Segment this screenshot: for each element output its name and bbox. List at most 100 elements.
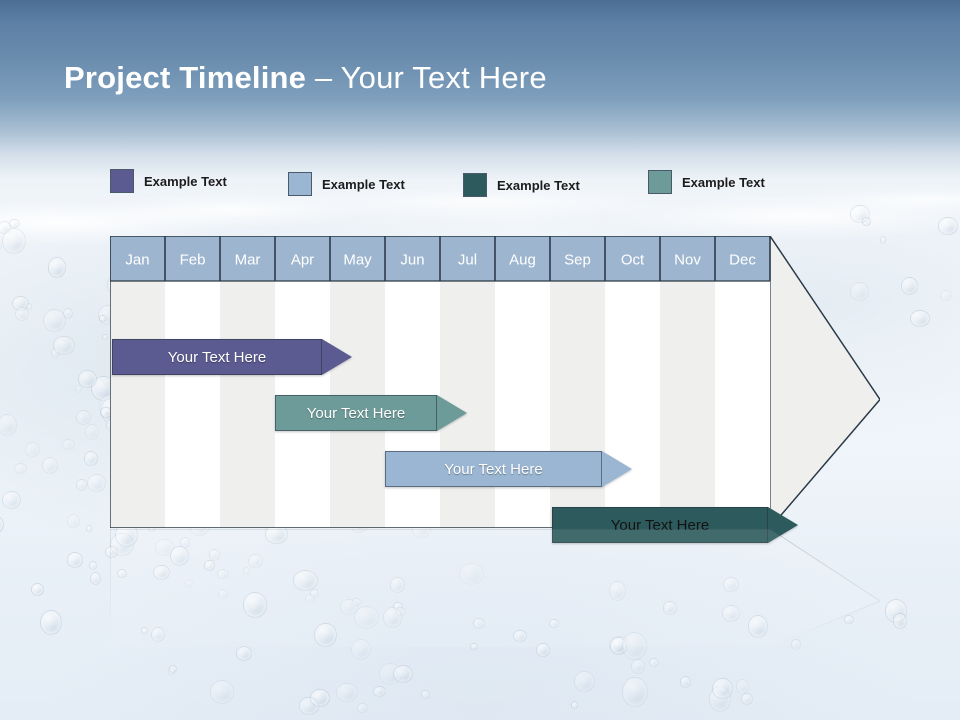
bubble-decoration <box>536 642 551 658</box>
bubble-decoration <box>53 336 75 356</box>
legend-item: Example Text <box>288 172 405 196</box>
bubble-decoration <box>151 627 166 642</box>
bubble-decoration <box>168 664 178 673</box>
bubble-decoration <box>89 571 101 585</box>
legend-item: Example Text <box>648 170 765 194</box>
page-title-rest: – Your Text Here <box>306 60 547 95</box>
bubble-decoration <box>0 243 2 250</box>
bubble-decoration <box>392 664 414 683</box>
bubble-decoration <box>87 473 106 492</box>
bubble-decoration <box>458 562 485 585</box>
bubble-decoration <box>152 564 171 581</box>
bubble-decoration <box>89 561 97 570</box>
legend-label: Example Text <box>682 174 765 190</box>
bubble-decoration <box>62 439 76 451</box>
month-header-label: Nov <box>674 252 701 269</box>
bubble-decoration <box>662 601 678 615</box>
timeline-outline <box>110 236 880 528</box>
bubble-decoration <box>66 513 81 528</box>
task-bar-body <box>112 339 322 375</box>
bubble-decoration <box>631 659 645 674</box>
month-header-cell <box>550 236 605 281</box>
task-bar-arrow-icon <box>322 339 352 375</box>
month-header-label: Jul <box>458 252 477 269</box>
bubble-decoration <box>353 606 379 629</box>
bubble-decoration <box>204 560 215 571</box>
bubble-decoration <box>2 491 22 510</box>
timeline-arrow-head <box>769 236 880 528</box>
bubble-decoration <box>47 257 67 279</box>
legend-swatch <box>110 169 134 193</box>
month-header-label: Jan <box>125 252 149 269</box>
bubble-decoration <box>574 671 595 692</box>
bubble-decoration <box>77 370 97 388</box>
month-header-cell <box>220 236 275 281</box>
bubble-decoration <box>723 577 740 592</box>
timeline-column <box>495 281 550 528</box>
task-bar-arrow-icon <box>602 451 632 487</box>
bubble-decoration <box>336 682 359 703</box>
bubble-decoration <box>722 604 741 623</box>
bubble-decoration <box>218 589 229 600</box>
timeline-column <box>220 281 275 528</box>
bubble-decoration <box>383 607 403 628</box>
task-bar[interactable]: Your Text Here <box>112 339 352 375</box>
bubble-decoration <box>513 629 528 643</box>
task-bar[interactable]: Your Text Here <box>275 395 467 431</box>
bubble-decoration <box>791 638 801 650</box>
bubble-decoration <box>39 609 63 636</box>
legend-item: Example Text <box>463 173 580 197</box>
bubble-decoration <box>893 613 908 629</box>
bubble-decoration <box>117 569 127 579</box>
bubble-decoration <box>305 593 315 603</box>
timeline-column <box>715 281 770 528</box>
bubble-decoration <box>170 546 190 567</box>
bubble-decoration <box>83 450 98 467</box>
bubble-decoration <box>901 277 919 295</box>
month-header-cell <box>275 236 330 281</box>
bubble-decoration <box>75 385 83 393</box>
bubble-decoration <box>740 693 754 706</box>
bubble-decoration <box>85 423 100 440</box>
bubble-decoration <box>712 678 733 699</box>
bubble-decoration <box>75 479 87 491</box>
task-bar-body <box>385 451 602 487</box>
bubble-decoration <box>879 236 887 244</box>
task-bar[interactable]: Your Text Here <box>385 451 632 487</box>
month-header-cell <box>385 236 440 281</box>
bubble-decoration <box>248 553 264 568</box>
bubble-decoration <box>242 567 250 576</box>
month-header-label: Feb <box>180 252 206 269</box>
month-header-label: Oct <box>621 252 645 269</box>
bubble-decoration <box>9 219 20 229</box>
month-header-label: Jun <box>400 252 424 269</box>
bubble-decoration <box>141 626 149 634</box>
page-title-bold: Project Timeline <box>64 60 307 95</box>
month-header-cell <box>440 236 495 281</box>
bubble-decoration <box>0 414 18 437</box>
bubble-decoration <box>350 638 372 661</box>
bubble-decoration <box>298 696 320 715</box>
bubble-decoration <box>621 632 647 661</box>
bubble-decoration <box>339 598 358 615</box>
bubble-decoration <box>849 281 869 302</box>
bubble-decoration <box>0 515 5 535</box>
bubble-decoration <box>421 690 431 700</box>
bubble-decoration <box>648 657 660 668</box>
bubble-decoration <box>43 309 66 332</box>
bubble-decoration <box>622 677 648 707</box>
task-bar-body <box>552 507 768 543</box>
bubble-decoration <box>373 686 387 698</box>
bubble-decoration <box>356 702 368 713</box>
bubble-decoration <box>910 310 930 327</box>
bubble-decoration <box>570 701 578 710</box>
legend-swatch <box>648 170 672 194</box>
bubble-decoration <box>185 579 194 589</box>
bubble-decoration <box>42 456 59 475</box>
chart-reflection <box>110 529 880 648</box>
task-bar-body <box>275 395 437 431</box>
bubble-decoration <box>939 289 953 301</box>
bubble-decoration <box>209 680 235 705</box>
bubble-decoration <box>98 314 107 322</box>
month-header-cell <box>660 236 715 281</box>
